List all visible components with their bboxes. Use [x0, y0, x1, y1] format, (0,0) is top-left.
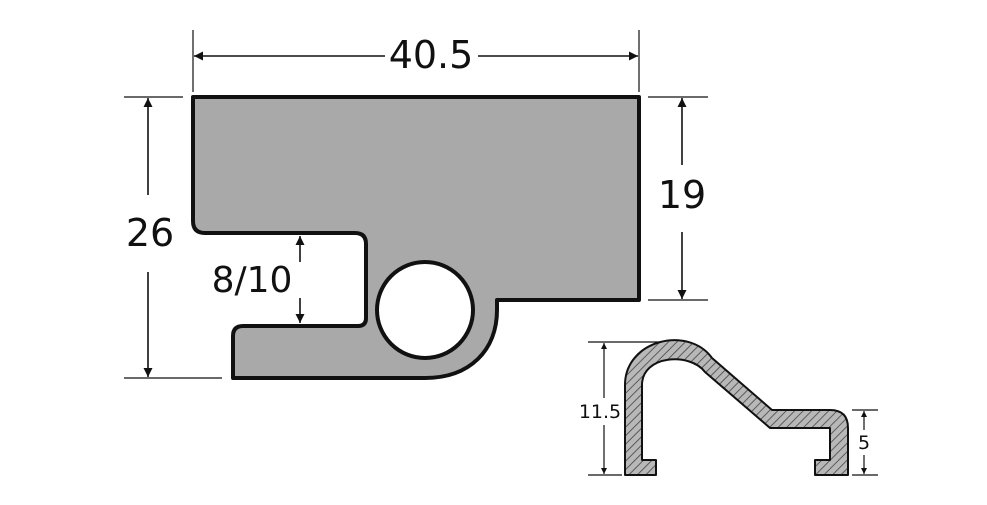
height-label: 26 [126, 211, 174, 255]
small-profile-shape [624, 339, 849, 476]
small-right-height-label: 5 [858, 432, 870, 454]
small-height-label: 11.5 [579, 401, 621, 423]
right-height-label: 19 [658, 173, 706, 217]
slot-label: 8/10 [212, 260, 293, 301]
main-profile-hole [375, 260, 475, 360]
main-profile-shape [191, 95, 641, 380]
width-label: 40.5 [389, 33, 474, 77]
